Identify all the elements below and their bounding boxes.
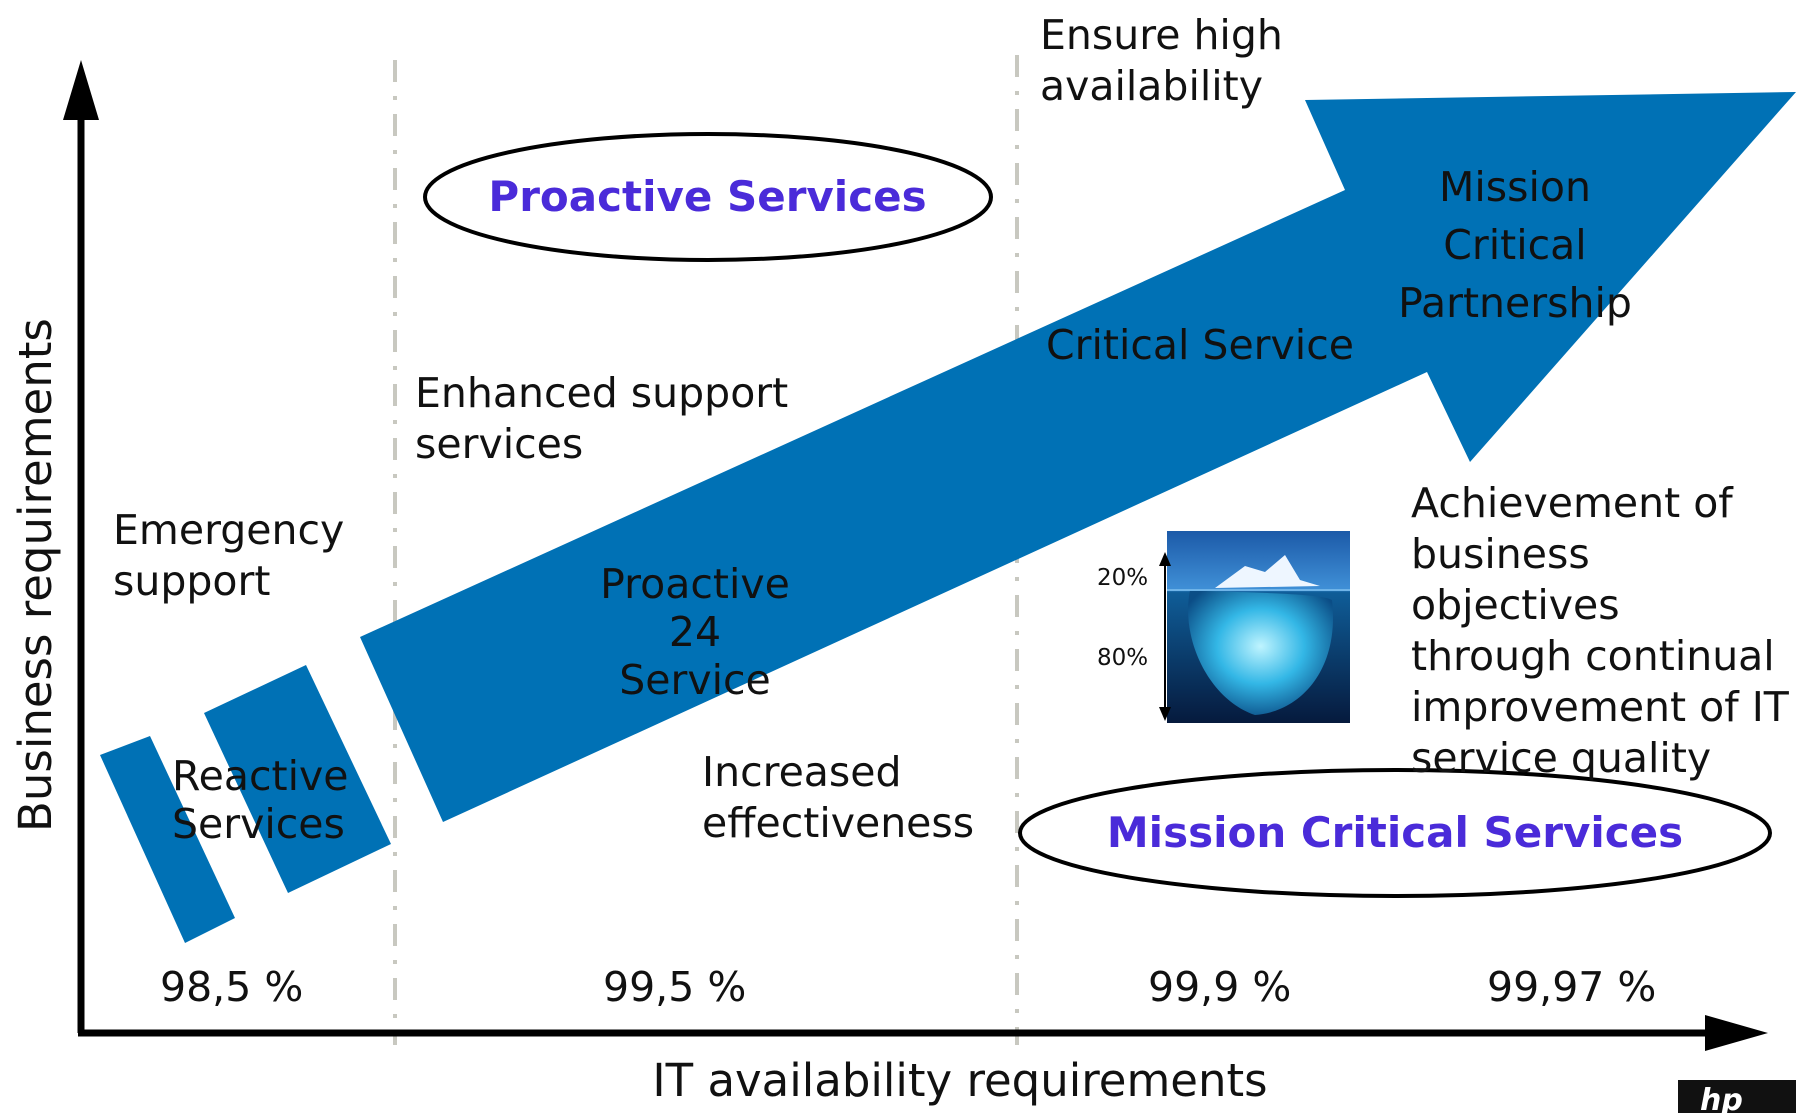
availability-level-4: 99,97 % (1487, 963, 1657, 1011)
availability-level-2: 99,5 % (603, 963, 747, 1011)
enhanced-support-label: Enhanced support services (415, 369, 789, 468)
increased-effectiveness-label: Increased effectiveness (702, 748, 975, 847)
iceberg-image (1167, 531, 1350, 723)
ensure-high-availability-label: Ensure high availability (1040, 11, 1283, 110)
x-axis-arrowhead (1705, 1015, 1768, 1051)
proactive-24-service-label: Proactive 24 Service (600, 560, 790, 704)
proactive-oval (423, 132, 993, 262)
emergency-support-label: Emergency support (113, 506, 345, 605)
availability-level-1: 98,5 % (160, 963, 304, 1011)
iceberg-scale-arrow-up (1159, 552, 1171, 566)
achievement-label: Achievement of business objectives throu… (1411, 479, 1789, 782)
x-axis-label: IT availability requirements (652, 1054, 1268, 1107)
mission-critical-oval (1018, 768, 1772, 898)
availability-level-3: 99,9 % (1148, 963, 1292, 1011)
iceberg-bottom-percent: 80% (1097, 645, 1149, 671)
y-axis-arrowhead (63, 60, 99, 120)
reactive-block-2 (204, 665, 391, 893)
mission-critical-partnership-label: Mission Critical Partnership (1398, 163, 1632, 327)
proactive-services-title: Proactive Services (488, 172, 927, 221)
critical-service-label: Critical Service (1046, 321, 1354, 369)
reactive-services-label: Reactive Services (172, 752, 349, 848)
hp-logo-partial: hp (1678, 1080, 1796, 1113)
svg-text:hp: hp (1700, 1083, 1743, 1113)
y-axis-label: Business requirements (9, 318, 62, 832)
mission-critical-services-title: Mission Critical Services (1106, 808, 1684, 857)
reactive-block-1 (100, 736, 235, 943)
main-growth-arrow (360, 92, 1796, 822)
iceberg-scale-arrow-down (1159, 707, 1171, 721)
iceberg-top-percent: 20% (1097, 565, 1149, 591)
